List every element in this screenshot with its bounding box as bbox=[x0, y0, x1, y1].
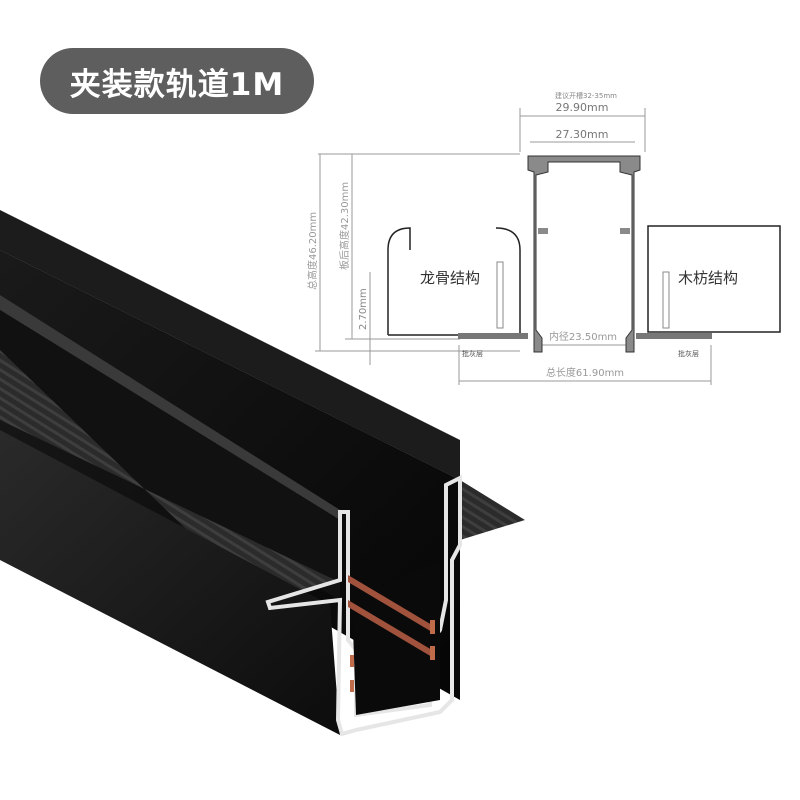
flange-thickness-label: 2.70mm bbox=[358, 288, 369, 330]
left-plaster-label: 批灰层 bbox=[462, 349, 483, 358]
total-height-label: 总高度46.20mm bbox=[306, 212, 319, 290]
top-width-label: 27.30mm bbox=[556, 128, 609, 141]
wood-block bbox=[647, 225, 781, 333]
right-plaster-label: 批灰层 bbox=[678, 349, 699, 358]
slot-hint-label: 建议开槽32-35mm bbox=[555, 91, 617, 100]
product-title: 夹装款轨道1M bbox=[69, 66, 285, 103]
after-board-height-label: 板后高度42.30mm bbox=[338, 182, 351, 270]
inner-width-label: 内径23.50mm bbox=[549, 330, 617, 343]
right-structure-label: 木枋结构 bbox=[678, 269, 738, 287]
left-structure-label: 龙骨结构 bbox=[420, 269, 480, 287]
total-length-label: 总长度61.90mm bbox=[546, 366, 624, 379]
outer-width-label: 29.90mm bbox=[556, 101, 609, 114]
product-title-badge: 夹装款轨道1M bbox=[40, 48, 314, 114]
